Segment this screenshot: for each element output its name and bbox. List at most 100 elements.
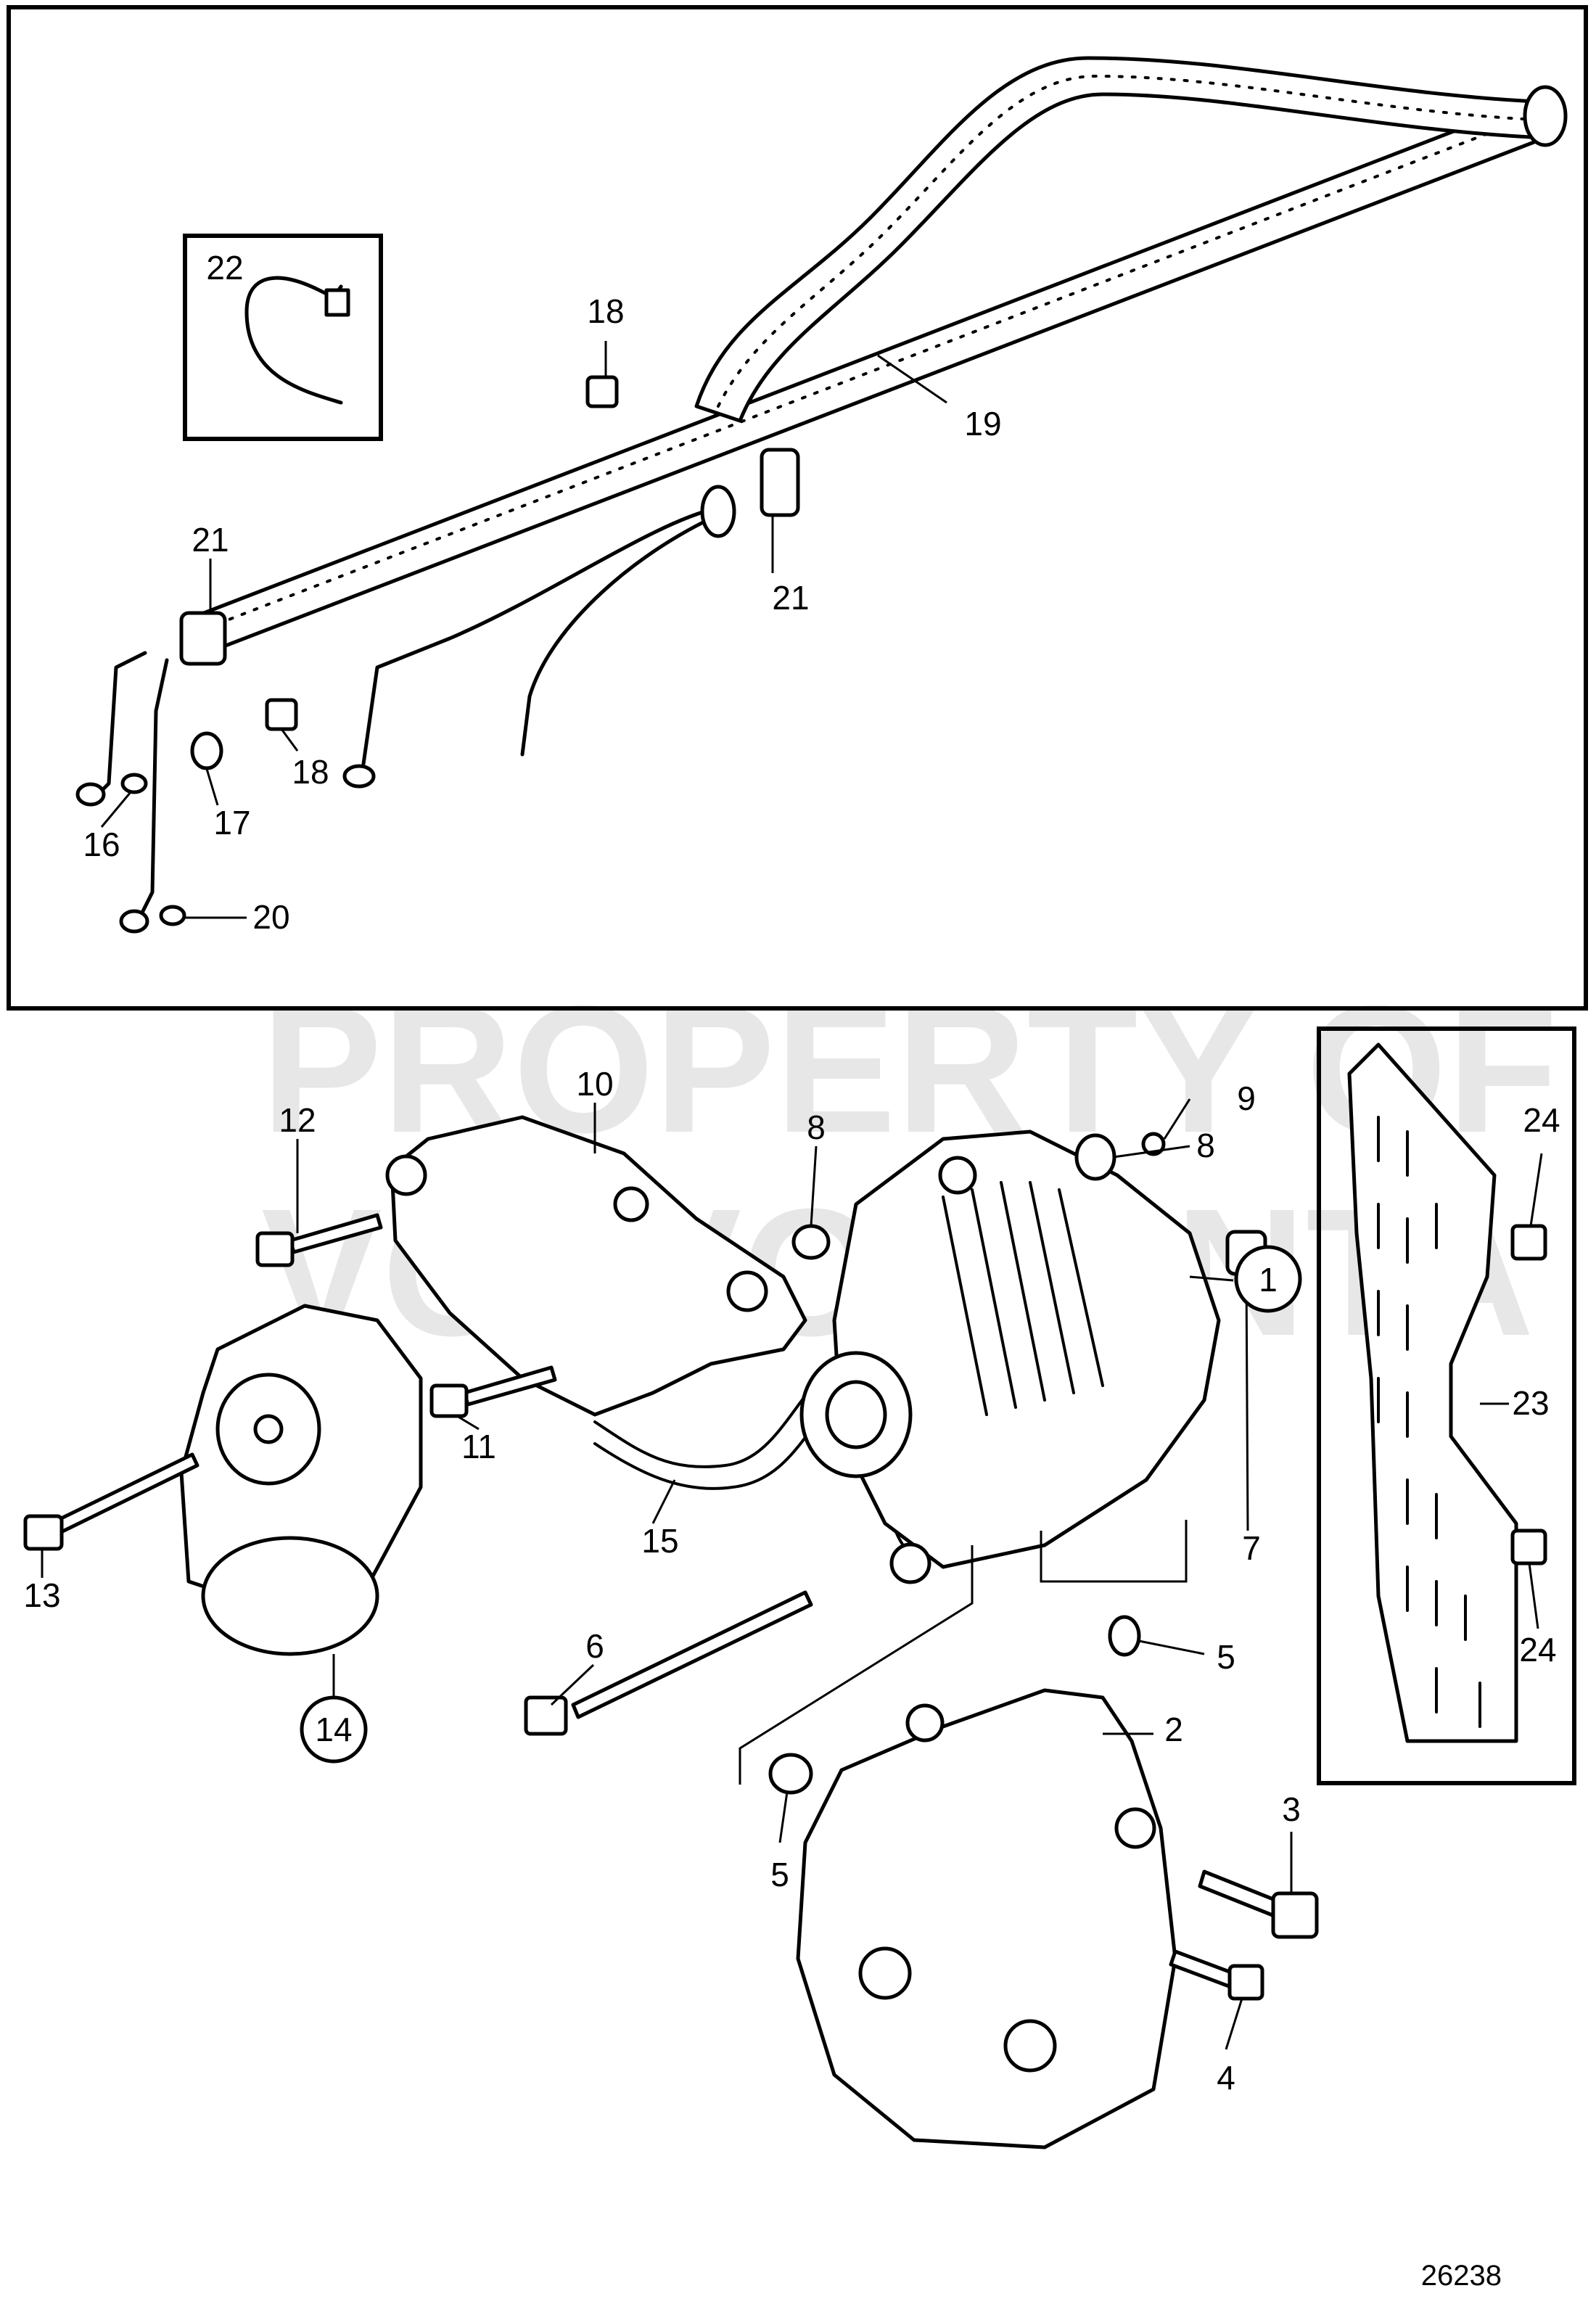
loop-ribs bbox=[717, 75, 1539, 408]
washer-8-left bbox=[791, 1224, 831, 1260]
bolt-6 bbox=[524, 1590, 813, 1736]
callout-10: 10 bbox=[576, 1065, 613, 1103]
bolt-18-lower bbox=[265, 698, 298, 731]
callout-21-left: 21 bbox=[192, 521, 229, 559]
callout-14-circle bbox=[300, 1695, 368, 1764]
upper-panel-frame bbox=[7, 5, 1588, 1011]
alternator bbox=[799, 1130, 1221, 1584]
callout-5-lower: 5 bbox=[770, 1856, 789, 1893]
leader-5-upper bbox=[1138, 1639, 1205, 1655]
nut-9 bbox=[1141, 1132, 1166, 1156]
leader-16 bbox=[100, 791, 132, 828]
cable-left-2 bbox=[139, 658, 169, 916]
bolt-6-head bbox=[524, 1695, 568, 1736]
heat-shield bbox=[1347, 1042, 1518, 1743]
callout-15: 15 bbox=[641, 1522, 678, 1560]
bolt-11 bbox=[429, 1365, 557, 1418]
bolt-24-lower bbox=[1510, 1529, 1547, 1566]
cable-harness bbox=[75, 56, 1568, 934]
mounting-bracket bbox=[390, 1115, 807, 1417]
branch-cable-lug bbox=[342, 764, 376, 789]
callout-20: 20 bbox=[252, 898, 289, 936]
callout-8-right: 8 bbox=[1196, 1127, 1215, 1164]
callout-3: 3 bbox=[1282, 1790, 1301, 1828]
bracket-hole-2 bbox=[613, 1186, 649, 1222]
bolt-11-head bbox=[429, 1383, 469, 1418]
callout-23: 23 bbox=[1512, 1384, 1549, 1422]
callout-16: 16 bbox=[83, 826, 120, 863]
support-bracket-hole-2 bbox=[1114, 1807, 1156, 1849]
callout-6: 6 bbox=[585, 1627, 604, 1665]
leader-24-lower bbox=[1528, 1563, 1539, 1629]
conduit-end-cap bbox=[1523, 85, 1568, 147]
leader-17 bbox=[205, 768, 219, 806]
bolt-4 bbox=[1169, 1949, 1264, 2001]
callout-5-upper: 5 bbox=[1217, 1638, 1235, 1676]
conduit-loop bbox=[694, 56, 1547, 423]
leader-19 bbox=[877, 354, 947, 404]
callout-13: 13 bbox=[23, 1576, 60, 1614]
bolt-24-upper bbox=[1510, 1224, 1547, 1261]
callout-18-bottom: 18 bbox=[292, 753, 329, 791]
leader-5-lower bbox=[778, 1791, 789, 1843]
bolt-13 bbox=[23, 1452, 200, 1551]
callout-17: 17 bbox=[213, 804, 250, 842]
leader-24-upper bbox=[1529, 1153, 1543, 1227]
conduit-grommet-left bbox=[179, 611, 227, 666]
cable-lug-1 bbox=[75, 782, 106, 807]
leader-8-right bbox=[1113, 1145, 1190, 1159]
bracket-hole-3 bbox=[726, 1270, 768, 1312]
tensioner-hub-center bbox=[253, 1414, 284, 1444]
tensioner-pulley bbox=[201, 1536, 379, 1656]
bolt-4-shank bbox=[1169, 1949, 1235, 1988]
alignment-line-left bbox=[739, 1545, 974, 1785]
nut-20 bbox=[159, 905, 186, 926]
rubber-bushing-17 bbox=[190, 731, 223, 770]
heat-shield-slots bbox=[1377, 1116, 1481, 1728]
callout-19: 19 bbox=[964, 405, 1001, 443]
washer-5-upper bbox=[1108, 1615, 1141, 1657]
bolt-12-head bbox=[255, 1231, 295, 1267]
callout-18-top: 18 bbox=[587, 292, 624, 330]
leader-lines bbox=[41, 341, 1543, 2050]
branch-cable-2 bbox=[520, 513, 720, 757]
callout-7: 7 bbox=[1242, 1529, 1261, 1567]
washer-5-lower bbox=[768, 1753, 813, 1795]
callout-8-left: 8 bbox=[807, 1108, 826, 1146]
support-bracket-hole-3 bbox=[858, 1946, 912, 2000]
callout-labels: 1 2 3 4 5 5 6 7 8 8 9 10 11 12 13 14 15 … bbox=[23, 249, 1560, 2097]
support-bracket-hole-1 bbox=[905, 1703, 945, 1743]
callout-2: 2 bbox=[1164, 1711, 1183, 1748]
conduit-ribs bbox=[216, 118, 1525, 625]
branch-grommet bbox=[700, 485, 736, 538]
conduit-clamp bbox=[760, 448, 800, 517]
bolt-18-upper bbox=[585, 375, 619, 408]
callout-14: 14 bbox=[315, 1711, 352, 1748]
bolt-12 bbox=[255, 1213, 383, 1267]
callout-12: 12 bbox=[279, 1101, 316, 1139]
leader-6 bbox=[550, 1663, 595, 1706]
callout-24-upper: 24 bbox=[1523, 1101, 1560, 1139]
callout-9: 9 bbox=[1237, 1079, 1256, 1117]
heat-shield-inset-frame bbox=[1317, 1026, 1576, 1785]
callout-24-lower: 24 bbox=[1519, 1631, 1556, 1669]
leader-15 bbox=[651, 1479, 676, 1524]
corrugated-conduit bbox=[192, 99, 1547, 655]
alternator-fins bbox=[942, 1181, 1104, 1416]
support-bracket-hole-4 bbox=[1003, 2019, 1057, 2073]
leader-7 bbox=[1245, 1273, 1249, 1531]
alignment-line-right bbox=[1040, 1520, 1188, 1583]
bolt-3-head bbox=[1271, 1891, 1319, 1939]
bolt-13-shank bbox=[49, 1452, 200, 1536]
bolt-3-shank bbox=[1198, 1869, 1279, 1917]
alternator-pulley-bore bbox=[825, 1380, 887, 1449]
leader-4 bbox=[1225, 1998, 1243, 2050]
washer-8-right bbox=[1074, 1133, 1116, 1181]
callout-22: 22 bbox=[206, 249, 243, 287]
nut-16 bbox=[120, 773, 148, 794]
leader-9 bbox=[1163, 1098, 1191, 1140]
bolt-4-head bbox=[1227, 1964, 1264, 2001]
alternator-mount-ear-top bbox=[938, 1156, 977, 1195]
leader-1 bbox=[1189, 1275, 1234, 1282]
